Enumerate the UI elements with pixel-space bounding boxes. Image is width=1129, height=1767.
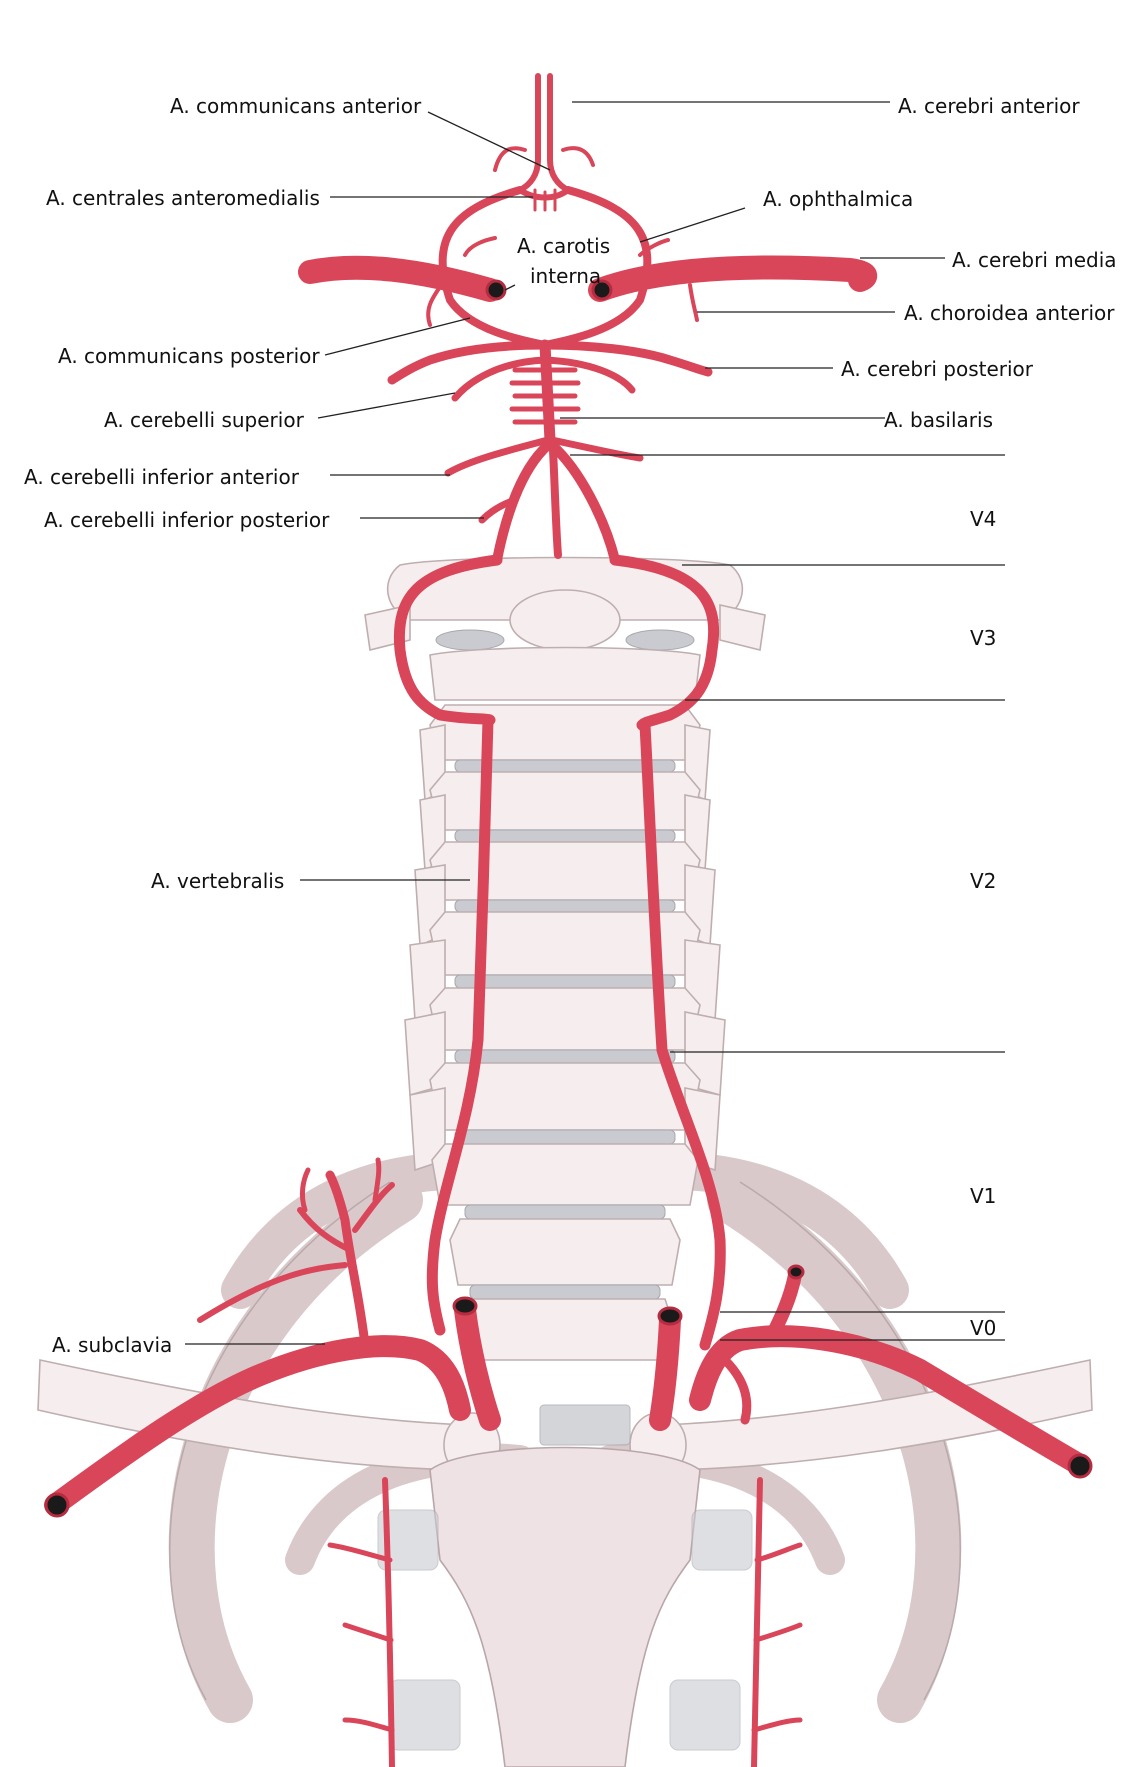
label-cerebelli-superior: A. cerebelli superior xyxy=(104,408,305,432)
label-cerebri-posterior: A. cerebri posterior xyxy=(841,357,1034,381)
segment-v2: V2 xyxy=(970,869,996,893)
label-carotis-interna-line1: A. carotis xyxy=(517,234,610,258)
label-cerebri-anterior: A. cerebri anterior xyxy=(898,94,1080,118)
segment-v3: V3 xyxy=(970,626,996,650)
label-vertebralis: A. vertebralis xyxy=(151,869,284,893)
label-ophthalmica: A. ophthalmica xyxy=(763,187,913,211)
circle-of-willis xyxy=(310,76,865,560)
segment-v0: V0 xyxy=(970,1316,996,1340)
label-cerebelli-inferior-posterior: A. cerebelli inferior posterior xyxy=(44,508,330,532)
segment-v1: V1 xyxy=(970,1184,996,1208)
segment-v4: V4 xyxy=(970,507,996,531)
label-communicans-posterior: A. communicans posterior xyxy=(58,344,320,368)
label-centrales-anteromedialis: A. centrales anteromedialis xyxy=(46,186,320,210)
sternum xyxy=(378,1448,752,1767)
label-cerebri-media: A. cerebri media xyxy=(952,248,1117,272)
label-subclavia: A. subclavia xyxy=(52,1333,172,1357)
label-cerebelli-inferior-anterior: A. cerebelli inferior anterior xyxy=(24,465,300,489)
label-carotis-interna-line2: interna xyxy=(530,264,601,288)
label-choroidea-anterior: A. choroidea anterior xyxy=(904,301,1115,325)
label-communicans-anterior: A. communicans anterior xyxy=(170,94,422,118)
label-basilaris: A. basilaris xyxy=(884,408,993,432)
